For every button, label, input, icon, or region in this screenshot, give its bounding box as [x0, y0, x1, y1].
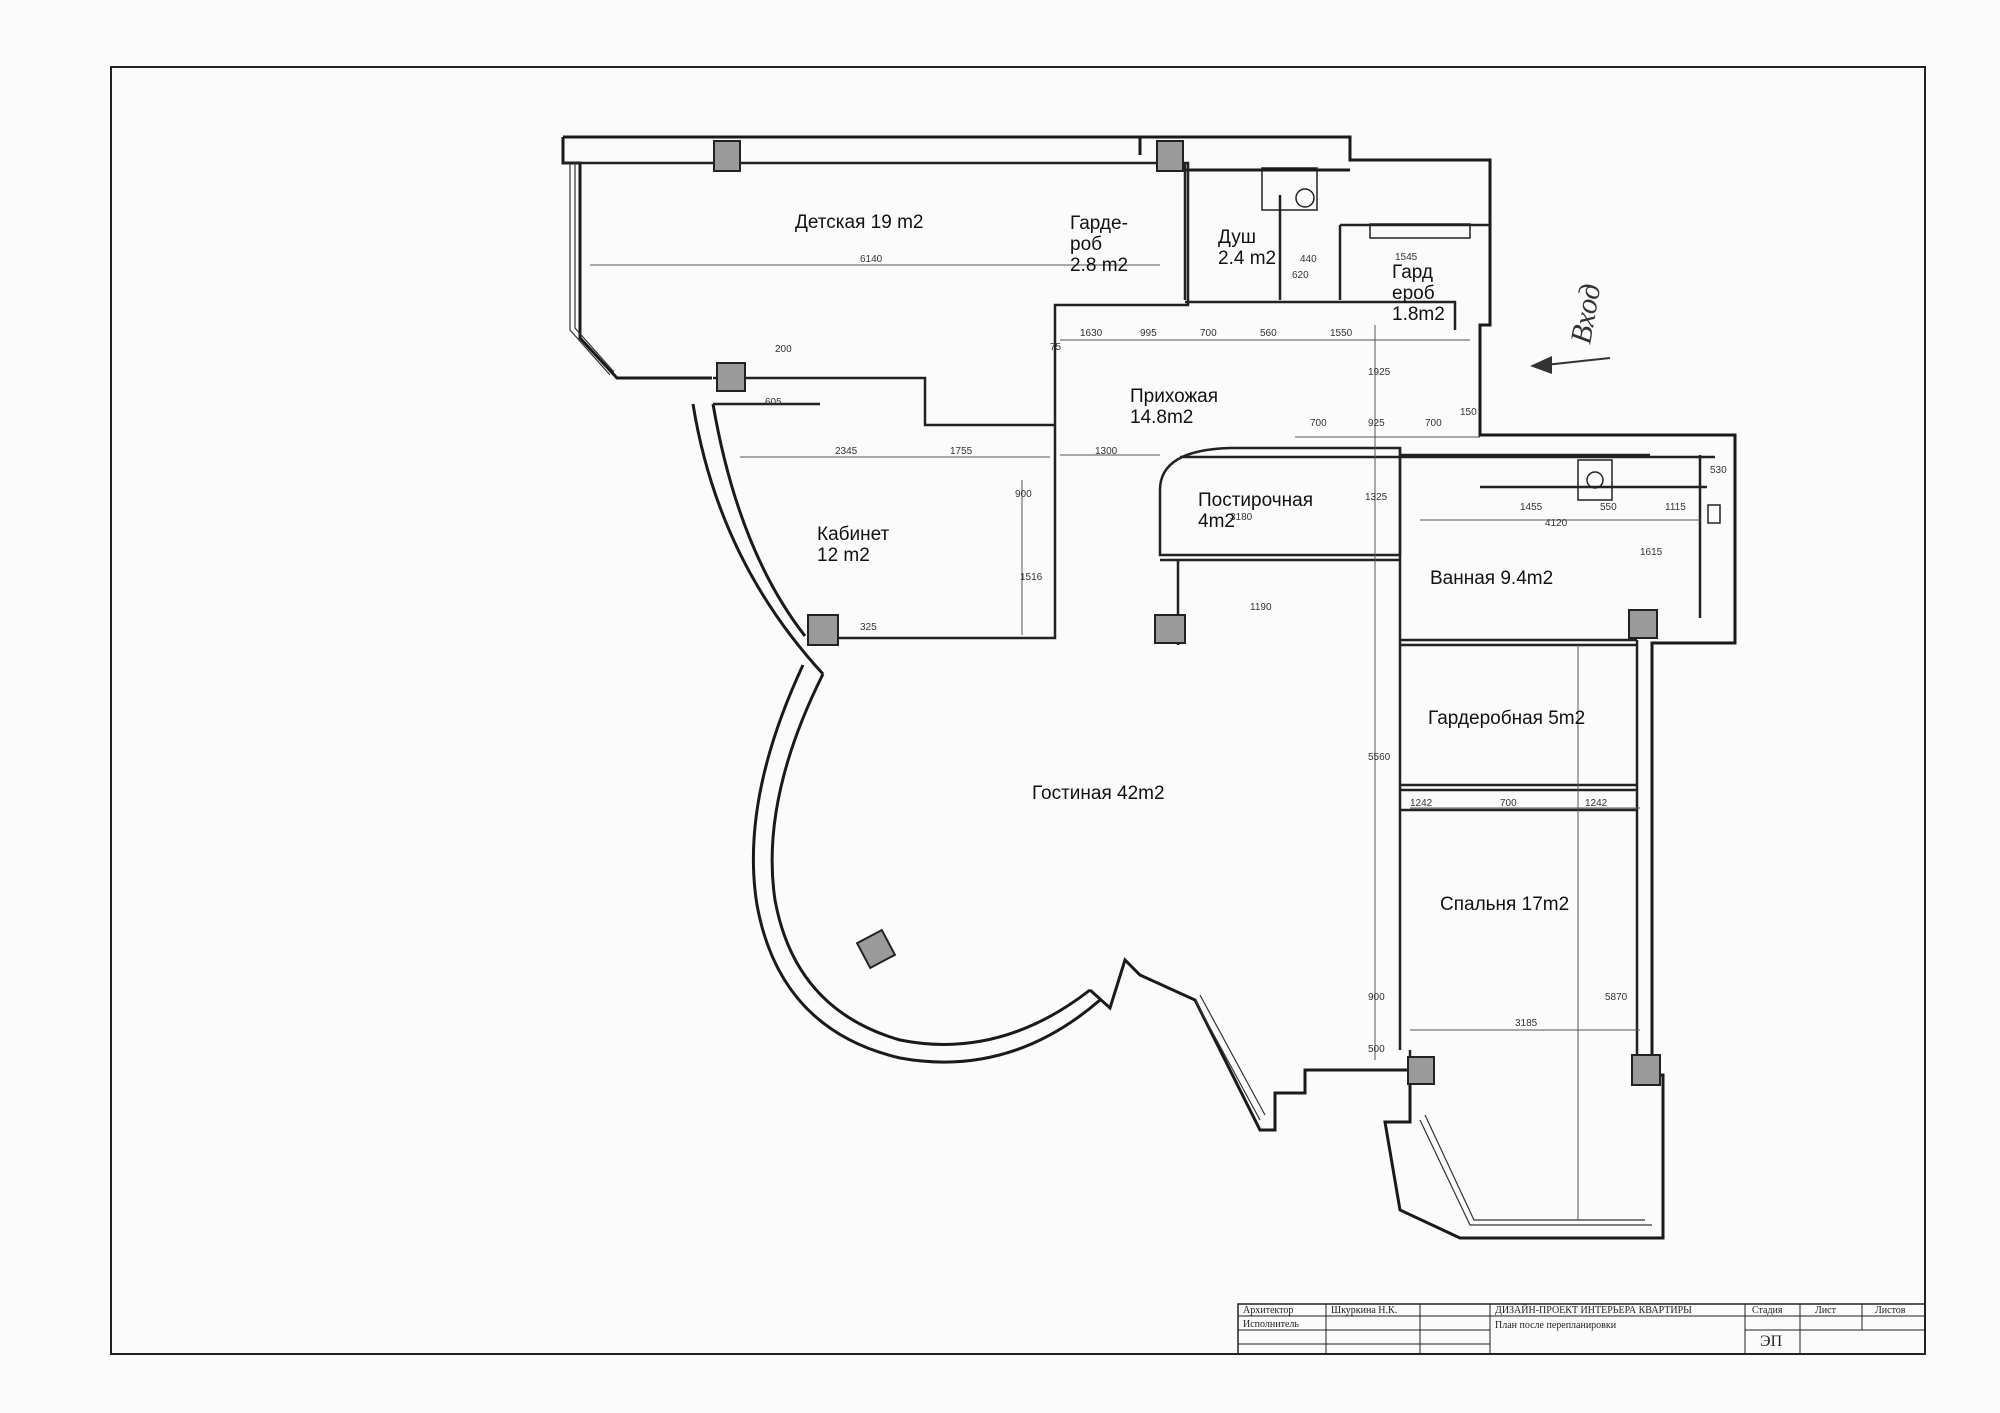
dimension-label: 1615: [1640, 547, 1663, 558]
window-lines: [569, 163, 1652, 1226]
dimension-label: 1242: [1410, 798, 1433, 809]
room-label-garderob-2: ероб: [1392, 283, 1435, 304]
room-label-garderob-1: роб: [1070, 234, 1102, 255]
dimension-label: 500: [1368, 1044, 1385, 1055]
dimension-label: 5560: [1368, 752, 1391, 763]
outer-walls: [561, 135, 1737, 1240]
room-label-postirochnaya: Постирочная: [1198, 490, 1313, 511]
room-label-kabinet: Кабинет: [817, 524, 890, 545]
architect-label: Архитектор: [1243, 1305, 1293, 1316]
dimension-label: 900: [1015, 489, 1032, 500]
room-label-vannaya: Ванная 9.4m2: [1430, 568, 1553, 589]
room-label-prikhozhaya: Прихожая: [1130, 386, 1218, 407]
dimension-label: 1516: [1020, 572, 1043, 583]
dimension-label: 1190: [1250, 602, 1272, 613]
dimension-label: 1630: [1080, 328, 1103, 339]
dimension-lines: [590, 264, 1700, 1220]
dimension-label: 1755: [950, 446, 973, 457]
dimension-label: 560: [1260, 328, 1277, 339]
entrance-marker: Вход: [1530, 281, 1611, 374]
dimension-labels: 6140 1630 995 700 560 1550 2345 1755 1300 700 925 7…: [765, 252, 1727, 1055]
sheet-title: План после перепланировки: [1495, 1320, 1617, 1331]
dimension-label: 605: [765, 397, 782, 408]
room-label-garderob-2: Гард: [1392, 262, 1433, 283]
dimension-label: 1325: [1365, 492, 1388, 503]
dimension-label: 700: [1310, 418, 1327, 429]
dimension-label: 1300: [1095, 446, 1118, 457]
dimension-label: 700: [1425, 418, 1442, 429]
structural-columns: [713, 140, 1661, 1086]
curved-wall: [691, 403, 1101, 1064]
stage-value: ЭП: [1760, 1333, 1783, 1350]
title-block: Архитектор Шкуркина Н.К. Исполнитель ДИЗ…: [1237, 1303, 1926, 1355]
sheets-label: Листов: [1875, 1305, 1906, 1316]
entrance-label: Вход: [1564, 281, 1607, 346]
dimension-label: 1242: [1585, 798, 1608, 809]
interior-walls: [563, 161, 1715, 1075]
room-label-garderobnaya: Гардеробная 5m2: [1428, 708, 1585, 729]
dimension-label: 700: [1200, 328, 1217, 339]
dimension-label: 1545: [1395, 252, 1418, 263]
plumbing-fixtures: [1261, 167, 1721, 524]
dimension-label: 4120: [1545, 518, 1568, 529]
dimension-label: 325: [860, 622, 877, 633]
sheet-frame: [110, 66, 1926, 1355]
dimension-label: 1455: [1520, 502, 1543, 513]
room-label-detskaya: Детская 19 m2: [795, 212, 923, 233]
dimension-label: 925: [1368, 418, 1385, 429]
dimension-label: 75: [1050, 342, 1062, 353]
room-label-gostinaya: Гостиная 42m2: [1032, 783, 1165, 804]
architect-name: Шкуркина Н.К.: [1331, 1305, 1397, 1316]
dimension-label: 530: [1710, 465, 1727, 476]
room-label-garderob-2: 1.8m2: [1392, 304, 1445, 325]
room-label-dush: 2.4 m2: [1218, 248, 1276, 269]
dimension-label: 550: [1600, 502, 1617, 513]
dimension-label: 3180: [1230, 512, 1253, 523]
room-label-kabinet: 12 m2: [817, 545, 870, 566]
room-label-garderob-1: Гарде-: [1070, 213, 1128, 234]
dimension-label: 1550: [1330, 328, 1353, 339]
room-label-prikhozhaya: 14.8m2: [1130, 407, 1193, 428]
room-label-spalnya: Спальня 17m2: [1440, 894, 1569, 915]
dimension-label: 620: [1292, 270, 1309, 281]
dimension-label: 700: [1500, 798, 1517, 809]
dimension-label: 1115: [1665, 502, 1686, 513]
executor-label: Исполнитель: [1243, 1319, 1299, 1330]
dimension-label: 5870: [1605, 992, 1628, 1003]
project-title: ДИЗАЙН-ПРОЕКТ ИНТЕРЬЕРА КВАРТИРЫ: [1495, 1304, 1692, 1316]
room-label-postirochnaya: 4m2: [1198, 511, 1235, 532]
dimension-label: 2345: [835, 446, 858, 457]
sheet-label: Лист: [1815, 1305, 1837, 1316]
dimension-label: 150: [1460, 407, 1477, 418]
dimension-label: 440: [1300, 254, 1317, 265]
dimension-label: 6140: [860, 254, 883, 265]
dimension-label: 3185: [1515, 1018, 1538, 1029]
room-label-dush: Душ: [1218, 227, 1256, 248]
dimension-label: 900: [1368, 992, 1385, 1003]
dimension-label: 1925: [1368, 367, 1391, 378]
dimension-label: 200: [775, 344, 792, 355]
stage-label: Стадия: [1752, 1305, 1783, 1316]
dimension-label: 995: [1140, 328, 1157, 339]
room-label-garderob-1: 2.8 m2: [1070, 255, 1128, 276]
